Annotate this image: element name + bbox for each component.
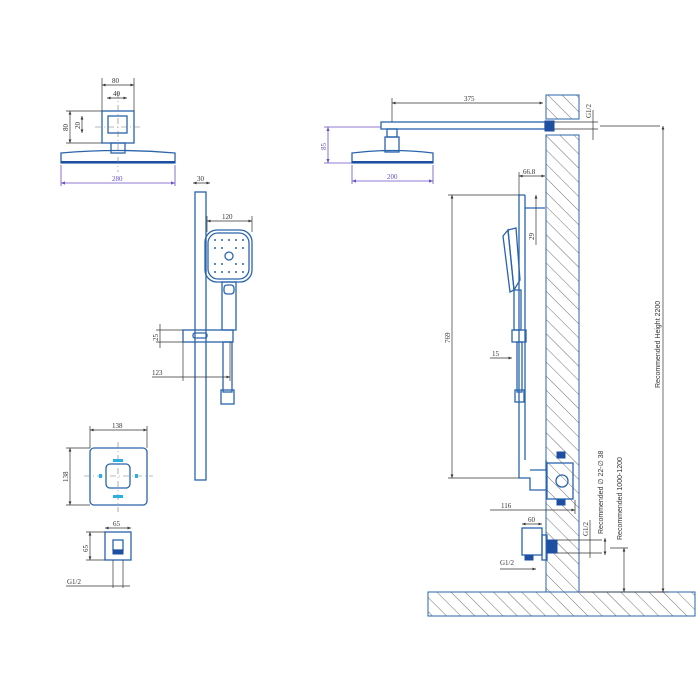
side-handshower: [507, 227, 521, 293]
overhead-shower-front-view: 80 40 80 20 280: [60, 77, 176, 186]
side-view: 375 G1/2 85 200 66.8 29 769 15 116 60 G1…: [320, 94, 696, 617]
dim-side-head-diameter: 200: [387, 173, 398, 181]
wall-top: [545, 94, 580, 120]
dim-outlet-depth: 60: [528, 516, 536, 524]
dim-holder-offset-side: 15: [492, 350, 500, 358]
dim-arm-thread: G1/2: [585, 104, 593, 119]
side-shower-head: [351, 149, 434, 164]
plate: [89, 447, 148, 506]
dim-bracket-inner: 40: [113, 90, 121, 98]
dim-side-head-height: 85: [320, 143, 328, 151]
dim-bracket-width: 80: [112, 77, 120, 85]
label-total-height: Recommended Height 2200: [655, 301, 662, 388]
dim-rail-offset: 66.8: [523, 168, 536, 176]
dim-holder-height: 25: [152, 334, 160, 342]
elbow-box: [104, 531, 132, 561]
dim-outlet-thread: G1/2: [500, 559, 515, 567]
dim-top-offset: 29: [528, 233, 536, 241]
shower-arm: [380, 121, 546, 130]
side-rail: [518, 194, 545, 460]
rail-holder: [182, 329, 234, 343]
dim-plate-width: 138: [112, 422, 123, 430]
dim-bracket-height: 80: [62, 124, 70, 132]
mixer-wall-plate: 138 138: [62, 422, 153, 512]
side-mixer: [518, 460, 547, 491]
dim-elbow-width: 65: [113, 520, 121, 528]
dim-pipe-thread: G1/2: [582, 522, 590, 537]
outlet-elbow-view: 65 65 G1/2: [66, 520, 132, 588]
side-outlet-elbow: [521, 527, 543, 556]
wall: [545, 134, 580, 593]
concealed-valve: [546, 462, 574, 500]
handshower-head: [204, 229, 253, 283]
label-valve-height: Recommended 1000-1200: [617, 457, 624, 540]
dim-elbow-thread: G1/2: [67, 578, 82, 586]
dim-handshower-width: 120: [222, 213, 233, 221]
dim-inner-height: 20: [74, 122, 82, 130]
shower-head: [60, 149, 176, 164]
slide-rail-front-view: 30 120 25 123: [152, 175, 253, 481]
dim-holder-offset: 123: [152, 369, 163, 377]
floor: [427, 591, 696, 617]
rail: [194, 191, 207, 481]
dim-rail-width: 30: [197, 175, 205, 183]
dim-plate-height: 138: [62, 471, 70, 482]
dim-elbow-height: 65: [82, 545, 90, 553]
label-pipe-diameter: Recommended ∅ 22-∅ 38: [598, 450, 605, 534]
dim-rail-length: 769: [444, 332, 452, 343]
dim-arm-length: 375: [464, 95, 475, 103]
dim-head-diameter: 280: [112, 175, 123, 183]
dim-valve-depth: 116: [501, 502, 512, 510]
